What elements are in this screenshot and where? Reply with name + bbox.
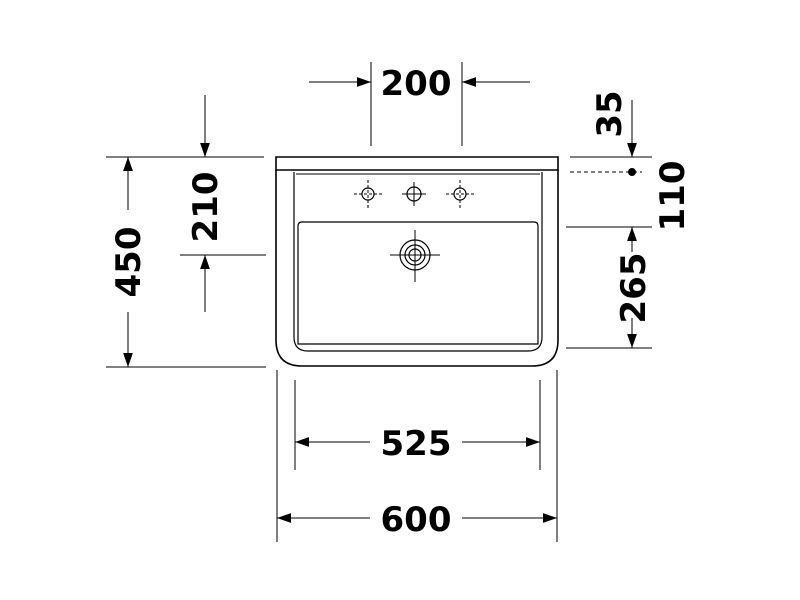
dimension-600: 600: [276, 370, 558, 542]
dimension-200: 200: [309, 62, 530, 146]
tap-hole-left-icon: [354, 180, 382, 208]
overflow-point-marker: [628, 168, 636, 176]
basin-rim: [275, 156, 559, 171]
dimension-525: 525: [294, 380, 541, 470]
dimension-35-110: 35 110: [566, 90, 693, 231]
basin-outline: [275, 156, 559, 367]
bowl-outline: [297, 221, 539, 345]
basin-inner-wall: [293, 172, 543, 352]
tap-holes: [354, 180, 474, 208]
dimension-525-label: 525: [381, 424, 452, 464]
dimension-450: 450: [106, 156, 266, 368]
drain-icon: [390, 230, 440, 282]
tap-hole-center-icon: [402, 182, 426, 206]
dimension-210-label: 210: [186, 172, 226, 243]
tap-hole-right-icon: [446, 180, 474, 208]
dimension-35-label: 35: [590, 90, 630, 137]
dimension-200-label: 200: [381, 64, 452, 104]
dimension-110-label: 110: [653, 161, 693, 232]
dimension-265-label: 265: [614, 253, 654, 324]
dimension-265: 265: [566, 227, 654, 349]
dimension-600-label: 600: [381, 500, 452, 540]
dimension-450-label: 450: [109, 227, 149, 298]
basin-outer-body: [275, 170, 559, 367]
dimension-210: 210: [180, 95, 266, 312]
